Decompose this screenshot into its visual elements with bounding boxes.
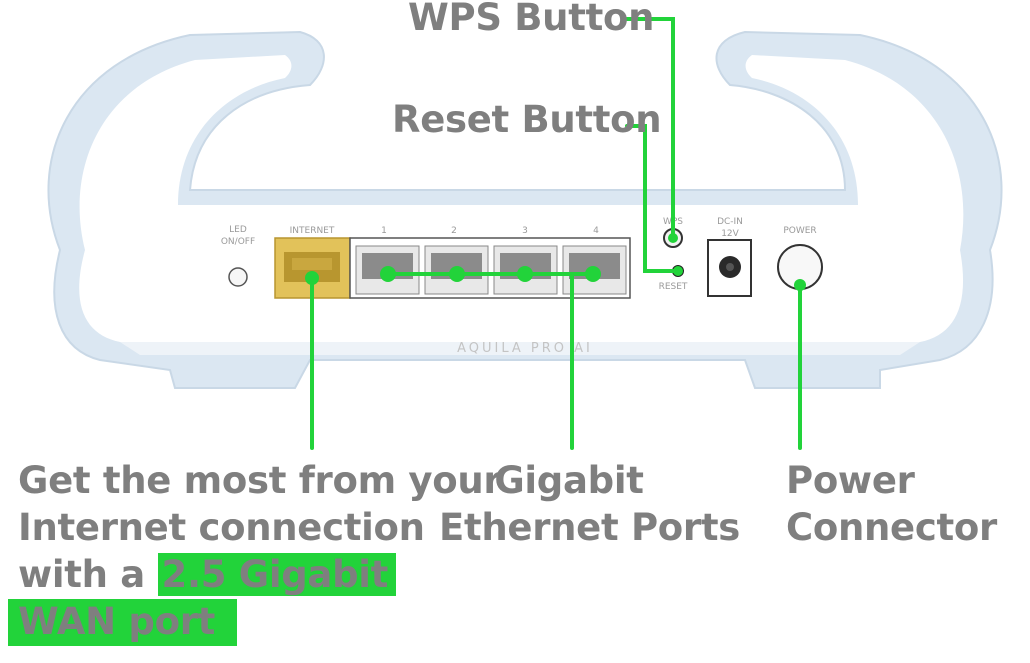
- led-label: LED: [229, 225, 247, 235]
- ethernet-callout-line-1: Gigabit: [494, 459, 644, 502]
- wan-callout-line-2: Internet connection: [18, 505, 425, 549]
- reset-callout-line: [625, 124, 680, 273]
- dcin-label-2: 12V: [721, 229, 739, 239]
- reset-label: RESET: [659, 282, 688, 292]
- reset-callout-text: Reset Button: [392, 98, 662, 141]
- router-body: [47, 30, 1003, 389]
- wps-callout-line: [625, 17, 675, 240]
- power-label: POWER: [783, 226, 816, 236]
- ethernet-dot-3: [517, 266, 533, 282]
- port-2-label: 2: [451, 226, 457, 236]
- port-1-label: 1: [381, 226, 387, 236]
- reset-callout: Reset Button: [392, 97, 662, 144]
- ethernet-callout-line: [386, 272, 595, 450]
- wan-dot: [305, 271, 319, 285]
- port-3-label: 3: [522, 226, 528, 236]
- wan-callout-line-4: WAN port: [8, 598, 501, 646]
- power-callout-line-1: Power: [786, 459, 915, 502]
- led-button[interactable]: [228, 267, 248, 287]
- power-callout-line-2: Connector: [786, 505, 997, 549]
- ethernet-callout: Gigabit Ethernet Ports: [439, 458, 740, 552]
- reset-dot: [673, 266, 683, 276]
- callout-lines: [310, 17, 802, 450]
- callout-dots: [305, 233, 806, 291]
- internet-label: INTERNET: [290, 226, 335, 236]
- brand-logo: AQUILA PRO AI: [457, 341, 593, 356]
- power-dot: [794, 279, 806, 291]
- ethernet-callout-line-2: Ethernet Ports: [439, 505, 740, 549]
- power-callout: Power Connector: [786, 458, 997, 552]
- wps-callout: WPS Button: [408, 0, 654, 42]
- ethernet-port-3[interactable]: [493, 245, 558, 295]
- wan-callout-highlight: 2.5 Gigabit: [157, 552, 397, 596]
- wps-callout-text: WPS Button: [408, 0, 655, 39]
- dcin-label: DC-IN: [717, 217, 743, 227]
- ethernet-dot-4: [585, 266, 601, 282]
- dc-in-jack[interactable]: [707, 239, 752, 297]
- ethernet-dot-1: [380, 266, 396, 282]
- wan-callout-line-3: with a 2.5 Gigabit: [18, 552, 501, 599]
- wan-callout-line-1: Get the most from your: [18, 459, 502, 502]
- wan-callout-prefix: with a: [18, 552, 158, 596]
- wan-callout-highlight-2: WAN port: [8, 598, 238, 646]
- led-label-2: ON/OFF: [221, 237, 255, 247]
- wps-dot: [668, 233, 678, 243]
- wan-callout: Get the most from your Internet connecti…: [8, 458, 502, 646]
- port-4-label: 4: [593, 226, 599, 236]
- ethernet-dot-2: [449, 266, 465, 282]
